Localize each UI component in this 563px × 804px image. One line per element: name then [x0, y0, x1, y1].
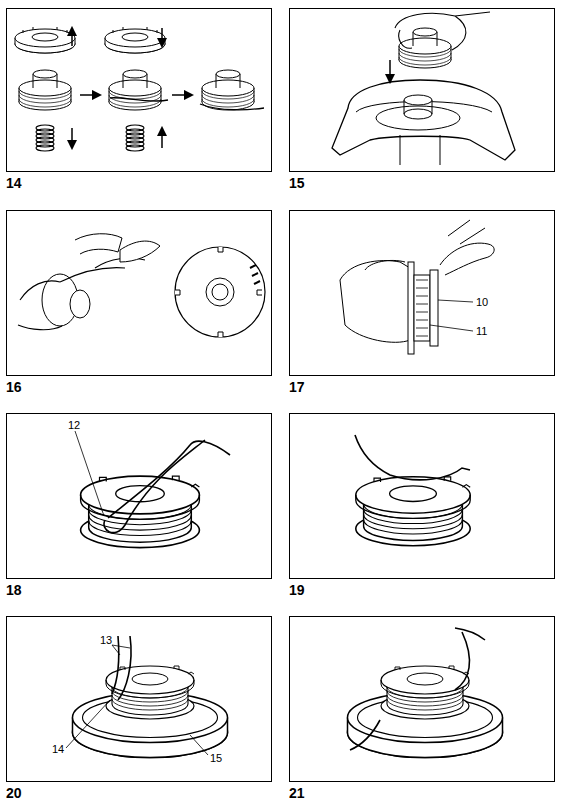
spring-coil	[36, 145, 54, 151]
figure-panel: 16	[6, 210, 272, 376]
spool-line-wound	[355, 435, 470, 546]
spool-in-housing	[73, 636, 228, 758]
figure-number: 17	[289, 379, 305, 395]
winding-line	[18, 234, 265, 337]
figure-number: 20	[6, 785, 22, 801]
figure-number: 15	[289, 175, 305, 191]
figure-number: 19	[289, 582, 305, 598]
callout-number: 11	[476, 325, 487, 337]
figure-number: 16	[6, 379, 22, 395]
figure-panel: 19	[289, 413, 555, 579]
figure-panel: 21	[289, 616, 555, 782]
spool-insert	[332, 12, 515, 165]
line-notches	[340, 220, 494, 354]
callout-number: 10	[476, 296, 488, 308]
callout-number: 15	[210, 752, 222, 764]
figure-number: 18	[6, 582, 22, 598]
figure-panel: 14	[6, 8, 272, 172]
figure-number: 14	[6, 175, 22, 191]
spool-in-housing	[348, 628, 503, 758]
figure-panel: 15	[289, 8, 555, 172]
figure-panel: 20	[6, 616, 272, 782]
figure-panel: 17	[289, 210, 555, 376]
callout-number: 13	[100, 634, 112, 646]
callout-number: 14	[52, 743, 64, 755]
figure-number: 21	[289, 785, 305, 801]
spool-line-loop	[81, 440, 230, 548]
callout-number: 12	[68, 419, 80, 431]
leader-lines	[66, 300, 473, 755]
exploded-parts	[15, 27, 264, 151]
spring-coil	[126, 145, 144, 151]
figure-panel: 18	[6, 413, 272, 579]
